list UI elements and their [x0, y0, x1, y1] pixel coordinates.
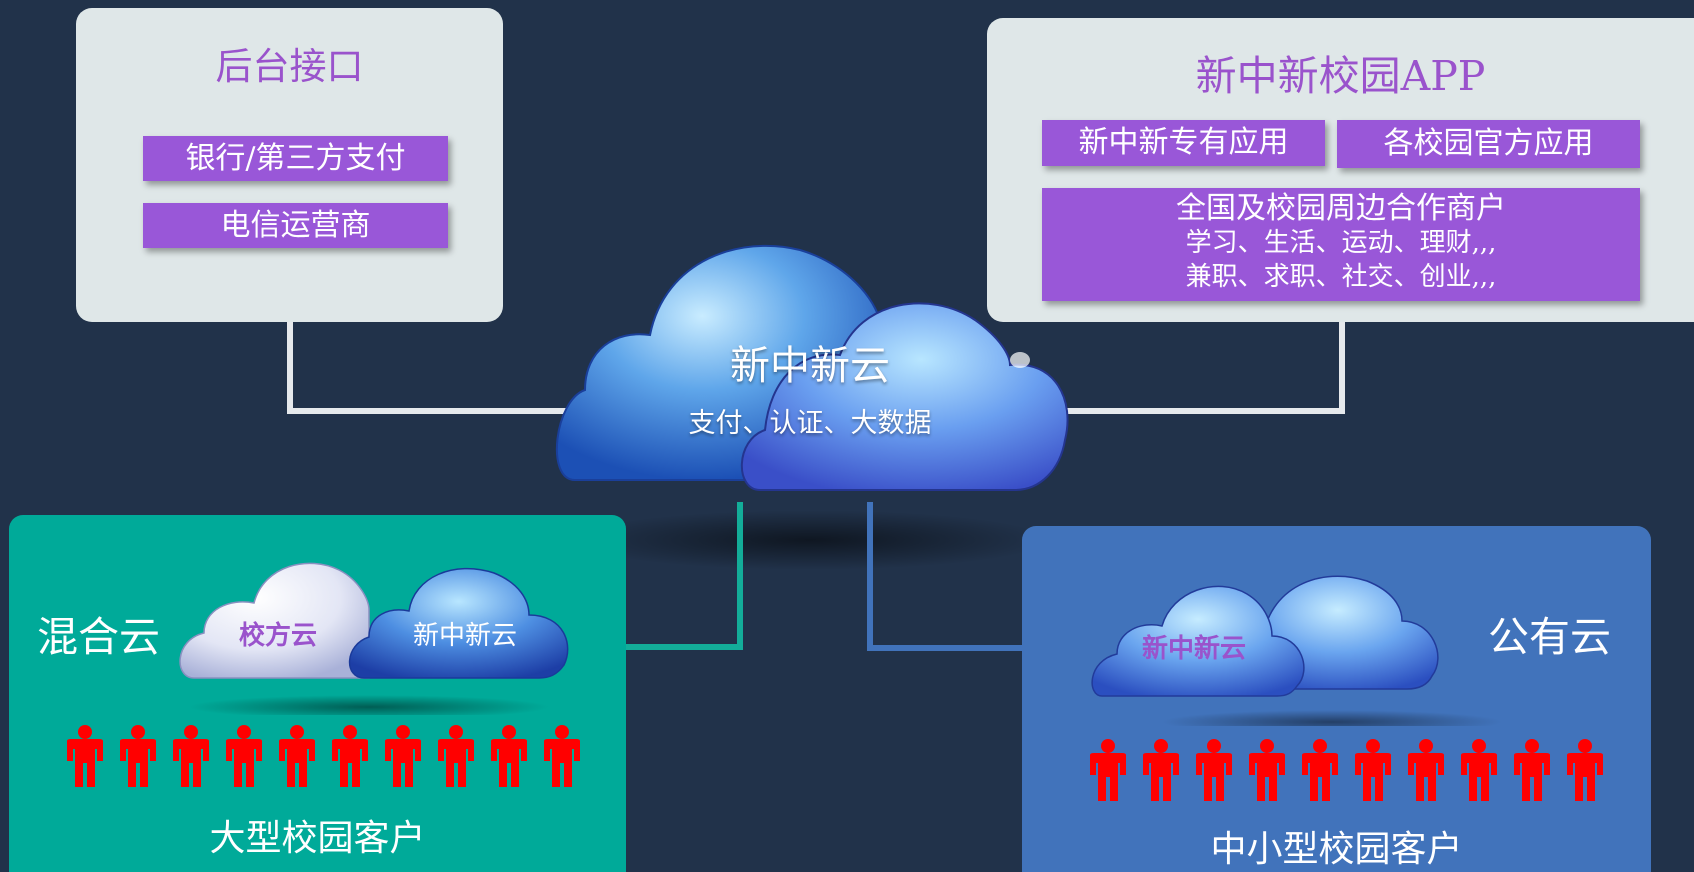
- app-panel: 新中新校园APP 新中新专有应用 各校园官方应用 全国及校园周边合作商户 学习、…: [987, 18, 1694, 322]
- person-icon: [1090, 739, 1126, 801]
- public-cloud-label: 公有云: [1488, 613, 1611, 661]
- telecom-operator-box: 电信运营商: [143, 203, 448, 248]
- person-icon: [491, 725, 527, 787]
- public-clouds-icon: [1091, 575, 1502, 726]
- person-icon: [438, 725, 474, 787]
- person-icon: [1461, 739, 1497, 801]
- person-icon: [1196, 739, 1232, 801]
- person-icon: [1302, 739, 1338, 801]
- person-icon: [385, 725, 421, 787]
- large-customers-label: 大型校园客户: [209, 818, 426, 859]
- backend-title: 后台接口: [215, 45, 364, 88]
- person-icon: [1408, 739, 1444, 801]
- person-icon: [1567, 739, 1603, 801]
- main-cloud-subtitle: 支付、认证、大数据: [688, 408, 932, 439]
- person-icon: [1143, 739, 1179, 801]
- merchants-line-2: 学习、生活、运动、理财,,,: [1185, 228, 1497, 258]
- backend-panel: 后台接口 银行/第三方支付 电信运营商: [76, 8, 503, 322]
- hybrid-clouds-icon: [179, 562, 569, 715]
- school-cloud-label: 校方云: [239, 621, 318, 651]
- person-icon: [120, 725, 156, 787]
- hybrid-cloud-label: 混合云: [37, 613, 160, 661]
- person-icon: [226, 725, 262, 787]
- small-customers-label: 中小型校园客户: [1210, 829, 1463, 870]
- person-icon: [1249, 739, 1285, 801]
- person-icon: [1355, 739, 1391, 801]
- connector-backend: [287, 320, 582, 414]
- large-customer-people: [63, 725, 584, 787]
- connector-public: [867, 502, 1022, 651]
- person-icon: [1514, 739, 1550, 801]
- connector-app: [1066, 320, 1345, 414]
- hybrid-cloud-panel: 混合云 校方云 新中新云 大型校园客户: [9, 515, 626, 872]
- xzx-cloud-label-public: 新中新云: [1142, 634, 1247, 664]
- official-apps-box: 各校园官方应用: [1337, 120, 1640, 168]
- xzx-cloud-label-hybrid: 新中新云: [413, 621, 518, 651]
- small-customer-people: [1086, 739, 1607, 801]
- main-cloud-title: 新中新云: [730, 343, 890, 389]
- main-cloud-shadow: [570, 510, 1050, 570]
- person-icon: [173, 725, 209, 787]
- merchants-line-1: 全国及校园周边合作商户: [1176, 191, 1506, 226]
- person-icon: [279, 725, 315, 787]
- connector-hybrid: [626, 502, 743, 650]
- person-icon: [332, 725, 368, 787]
- public-cloud-panel: 公有云 新中新云 中小型校园客户: [1022, 526, 1651, 872]
- person-icon: [67, 725, 103, 787]
- person-icon: [544, 725, 580, 787]
- exclusive-apps-box: 新中新专有应用: [1042, 120, 1325, 166]
- app-title: 新中新校园APP: [1195, 52, 1486, 100]
- main-cloud-icon: [555, 244, 1069, 491]
- merchants-line-3: 兼职、求职、社交、创业,,,: [1185, 262, 1497, 292]
- merchants-box: 全国及校园周边合作商户 学习、生活、运动、理财,,, 兼职、求职、社交、创业,,…: [1042, 188, 1640, 301]
- bank-payment-box: 银行/第三方支付: [143, 136, 448, 181]
